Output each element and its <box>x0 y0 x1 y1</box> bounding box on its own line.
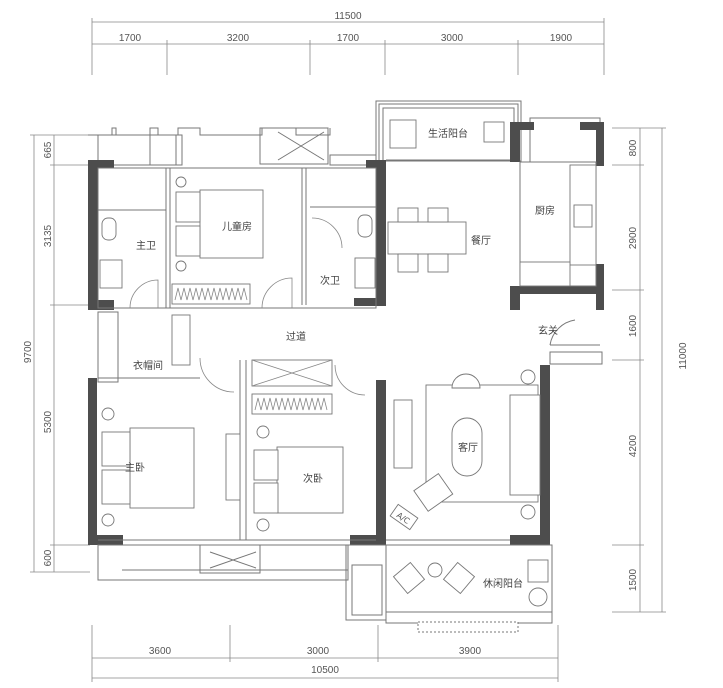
bottom-dimensions: 3600 3000 3900 10500 <box>91 625 559 682</box>
dim-right-3: 1600 <box>628 314 639 337</box>
utility-sink <box>483 121 505 143</box>
wardrobe <box>171 283 251 305</box>
label-corridor: 过道 <box>286 330 306 343</box>
dim-top-5: 1900 <box>550 33 573 44</box>
basin-second <box>354 257 376 289</box>
dim-right-total: 11000 <box>678 342 689 370</box>
dim-bottom-3: 3900 <box>459 646 482 657</box>
armchair-top <box>451 373 481 389</box>
label-walk-in-closet: 衣帽间 <box>133 359 163 372</box>
toilet-second <box>357 214 373 238</box>
label-dining: 餐厅 <box>471 234 491 247</box>
basin-master <box>99 259 123 289</box>
dim-right-5: 1500 <box>628 568 639 591</box>
dim-top-3: 1700 <box>337 33 360 44</box>
label-kids-room: 儿童房 <box>222 220 252 233</box>
label-second-bath: 次卫 <box>320 274 340 287</box>
planter <box>417 621 519 633</box>
label-second-bedroom: 次卧 <box>303 472 323 485</box>
coffee-table <box>451 417 483 477</box>
room-labels: 生活阳台 厨房 儿童房 主卫 餐厅 次卫 过道 玄关 衣帽间 客厅 主卧 次卧 … <box>125 127 558 590</box>
water-heater <box>528 587 548 607</box>
label-living: 客厅 <box>458 441 478 454</box>
dim-top-total: 11500 <box>334 11 362 22</box>
label-master-bedroom: 主卧 <box>125 461 145 474</box>
label-leisure-balcony: 休闲阳台 <box>483 577 523 590</box>
kids-bed <box>199 189 264 259</box>
second-bed <box>276 446 344 514</box>
label-kitchen: 厨房 <box>535 204 555 217</box>
dim-bottom-2: 3000 <box>307 646 330 657</box>
dim-left-4: 600 <box>43 549 54 566</box>
dim-top-2: 3200 <box>227 33 250 44</box>
bottom-facade <box>97 544 553 633</box>
dim-right-4: 4200 <box>628 434 639 457</box>
dim-left-3: 5300 <box>43 410 54 433</box>
dim-left-2: 3135 <box>43 224 54 247</box>
tv-cabinet <box>393 399 413 469</box>
dim-right-1: 800 <box>628 139 639 156</box>
furniture: A/C <box>99 164 597 607</box>
dim-top-1: 1700 <box>119 33 142 44</box>
dim-right-2: 2900 <box>628 226 639 249</box>
walls <box>88 122 604 545</box>
label-utility-balcony: 生活阳台 <box>428 127 468 140</box>
closet-rack <box>171 314 191 366</box>
tv-cabinet-master <box>225 433 241 501</box>
dining-table <box>387 221 467 255</box>
dim-left-1: 665 <box>43 141 54 158</box>
washing-machine <box>389 119 417 149</box>
top-facade <box>88 117 601 166</box>
sofa <box>509 394 541 496</box>
dim-bottom-total: 10500 <box>311 665 339 676</box>
armchair <box>413 472 454 512</box>
top-dimensions: 11500 1700 3200 1700 3000 1900 <box>91 11 605 75</box>
utility-balcony <box>375 100 522 162</box>
dim-bottom-1: 3600 <box>149 646 172 657</box>
label-entrance: 玄关 <box>538 324 558 337</box>
right-dimensions: 800 2900 1600 4200 1500 11000 <box>612 127 689 613</box>
master-bed <box>129 427 195 509</box>
dim-left-total: 9700 <box>23 340 34 363</box>
left-dimensions: 9700 665 3135 5300 600 <box>23 134 90 573</box>
toilet-master <box>101 217 117 241</box>
doors <box>129 217 366 396</box>
dim-top-4: 3000 <box>441 33 464 44</box>
label-master-bath: 主卫 <box>136 240 156 252</box>
